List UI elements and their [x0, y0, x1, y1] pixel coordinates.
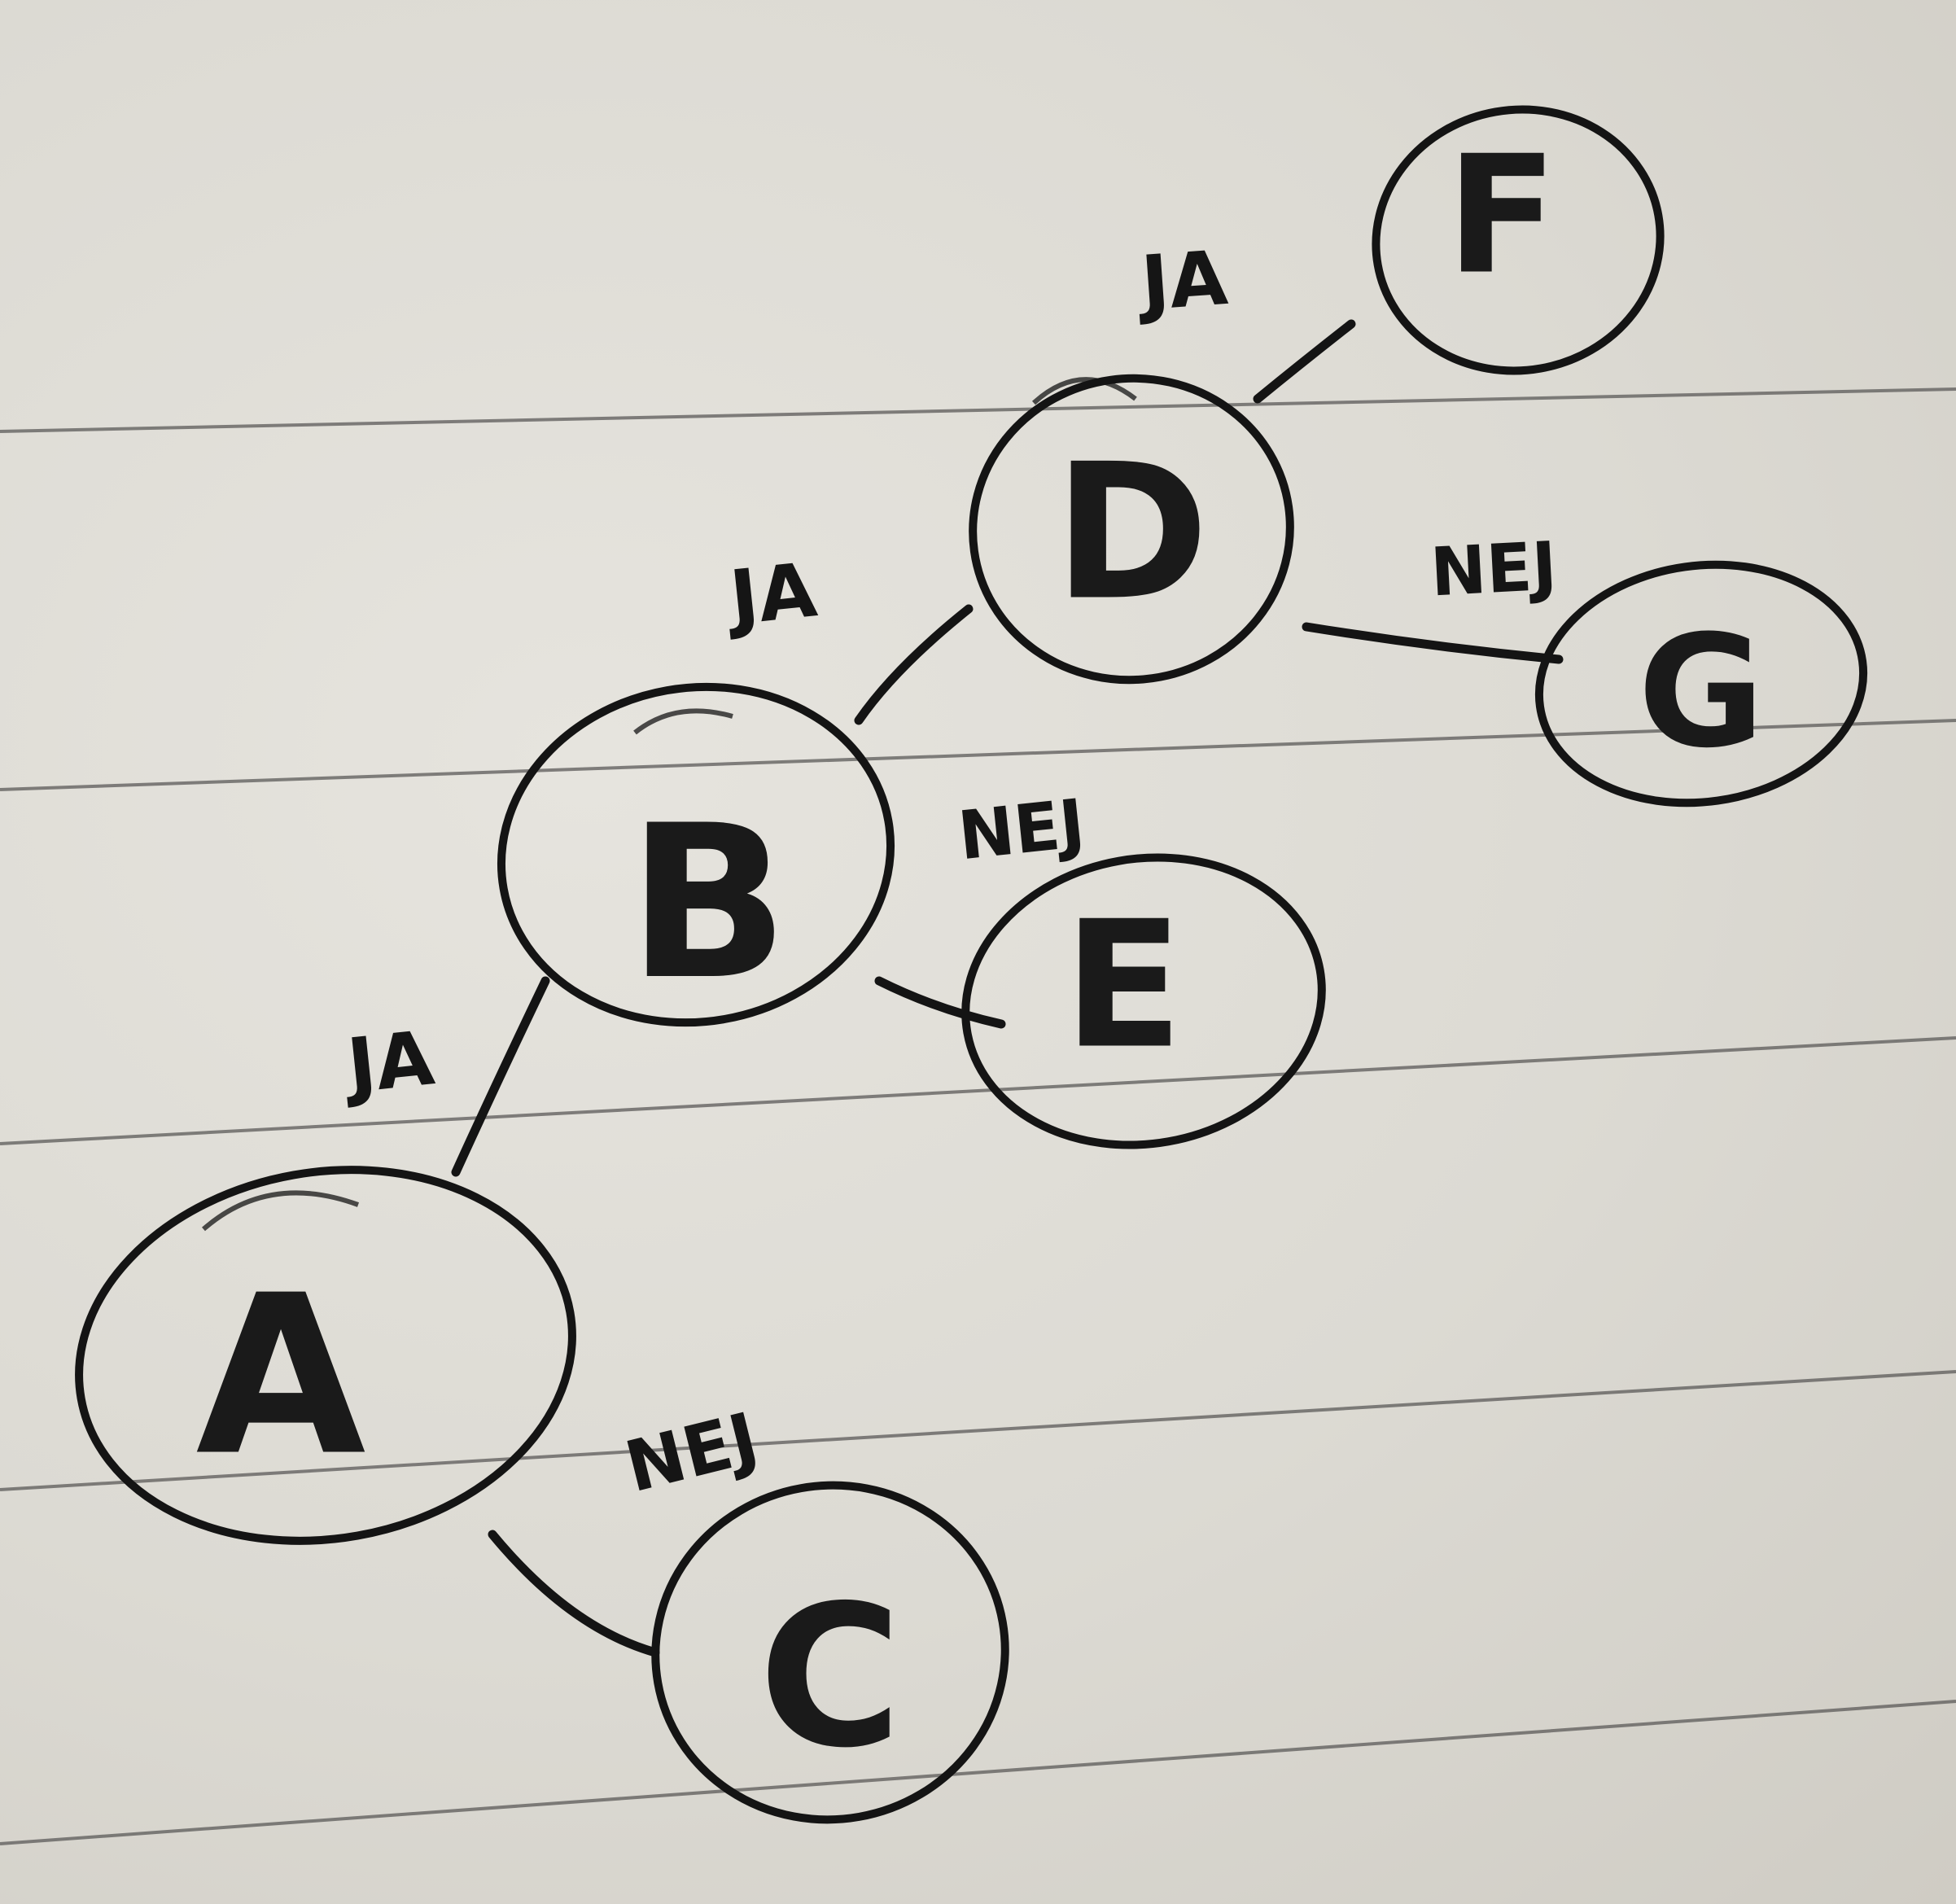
node-label: C — [759, 1563, 902, 1791]
edge-label-a-c: NEJ — [618, 1398, 766, 1508]
node-f: F — [1372, 105, 1665, 375]
ruled-line — [0, 1036, 1956, 1145]
edge-a-c — [488, 1530, 660, 1657]
edge-label-b-e: NEJ — [955, 786, 1088, 876]
edge-b-e — [874, 976, 1006, 1029]
node-label: D — [1054, 425, 1210, 642]
node-label: A — [196, 1248, 368, 1504]
node-e: E — [961, 853, 1326, 1149]
edge-label-b-a: JA — [339, 1014, 438, 1110]
edge-labels: JA NEJ JA NEJ JA NEJ — [339, 234, 1559, 1508]
node-d: D — [969, 374, 1294, 685]
ruled-line — [0, 387, 1956, 433]
edge-d-b — [854, 604, 974, 725]
ruled-line — [0, 1700, 1956, 1845]
ruled-line — [0, 1370, 1956, 1491]
node-label: F — [1446, 121, 1558, 311]
node-c: C — [651, 1481, 1009, 1824]
node-g: G — [1534, 560, 1868, 808]
node-label: B — [628, 781, 789, 1026]
node-a: A — [75, 1166, 576, 1545]
edge-label-d-g: NEJ — [1429, 528, 1559, 612]
edges — [451, 319, 1564, 1657]
node-b: B — [497, 682, 895, 1027]
node-label: G — [1638, 602, 1765, 782]
node-label: E — [1064, 883, 1184, 1088]
ruled-line — [0, 719, 1956, 791]
edge-b-a — [451, 976, 550, 1177]
edge-label-d-f: JA — [1134, 234, 1231, 328]
ruled-lines — [0, 387, 1956, 1845]
edge-label-d-b: JA — [721, 546, 820, 642]
edge-d-g — [1302, 622, 1564, 664]
edge-d-f — [1253, 319, 1356, 404]
